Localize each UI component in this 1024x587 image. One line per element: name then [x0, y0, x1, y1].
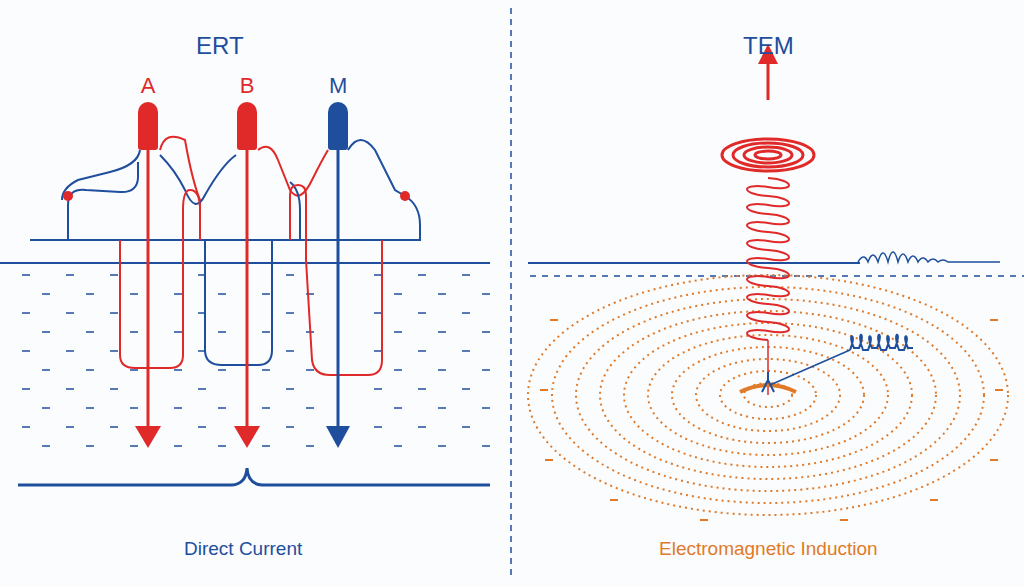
panel-caption: Direct Current [184, 538, 302, 560]
electrode: M [325, 74, 351, 150]
electrode-label: A [135, 74, 161, 98]
receiver-coil [850, 335, 913, 350]
eddy-currents [528, 275, 1008, 515]
electrode-rod [237, 102, 257, 150]
field-arrow [767, 62, 770, 100]
panel-title: ERT [196, 32, 244, 60]
electrode-rod [328, 102, 348, 150]
electrode-label: M [325, 74, 351, 98]
ground-line [528, 262, 860, 264]
induced-field [747, 178, 789, 340]
current-loops [120, 185, 382, 375]
transmitter-loop [722, 139, 814, 171]
panel-caption: Electromagnetic Induction [659, 538, 878, 560]
current-arrow [246, 150, 249, 430]
conductor [740, 385, 796, 392]
resistivity-profile [18, 468, 490, 485]
decay-signal [858, 252, 1000, 262]
panel-title: TEM [743, 32, 794, 60]
ground-line [0, 262, 490, 264]
electrode-rod [138, 102, 158, 150]
current-arrow [147, 150, 150, 430]
soil-marks [22, 275, 490, 446]
electrode-label: B [234, 74, 260, 98]
divider [510, 8, 512, 580]
electrode: A [135, 74, 161, 150]
wires [30, 137, 420, 240]
potential-arrow [337, 150, 340, 430]
electrode: B [234, 74, 260, 150]
